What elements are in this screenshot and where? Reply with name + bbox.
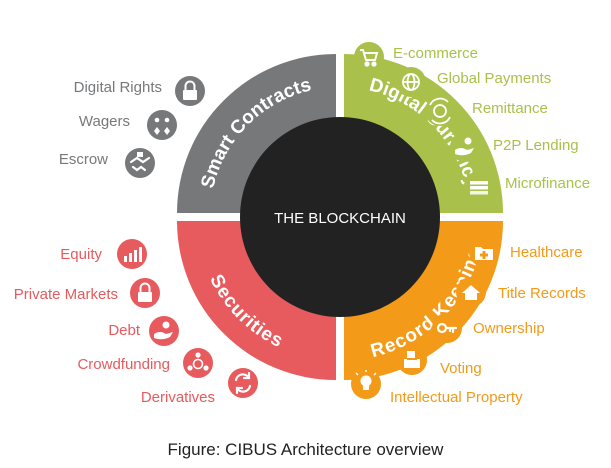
blockchain-core [240,117,440,317]
label-ownership: Ownership [473,320,545,337]
item-digital-rights: Digital Rights [74,76,205,106]
label-derivatives: Derivatives [141,389,215,406]
item-private-markets: Private Markets [14,278,160,308]
item-global-payments: Global Payments [396,67,551,97]
label-remittance: Remittance [472,100,548,117]
bar-chart-icon [124,247,142,262]
item-derivatives: Derivatives [141,368,258,406]
label-wagers: Wagers [79,113,130,130]
hand-coin-icon [455,137,474,156]
money-stack-icon [470,181,488,195]
label-intellectual-property: Intellectual Property [390,389,523,406]
blockchain-diagram: THE BLOCKCHAIN Smart Contracts Digital C… [14,42,590,406]
label-crowdfunding: Crowdfunding [77,356,170,373]
label-voting: Voting [440,360,482,377]
label-microfinance: Microfinance [505,175,590,192]
item-wagers: Wagers [79,110,177,140]
item-remittance: Remittance [425,96,548,126]
item-intellectual-property: Intellectual Property [351,369,523,406]
lock-icon [138,282,152,302]
lock-icon [183,80,197,100]
item-voting: Voting [397,345,482,377]
globe-icon [402,73,420,91]
item-e-commerce: E-commerce [354,42,478,72]
item-healthcare: Healthcare [469,237,583,267]
label-escrow: Escrow [59,151,108,168]
label-private-markets: Private Markets [14,286,118,303]
house-icon [462,285,480,300]
label-p2p-lending: P2P Lending [493,137,579,154]
item-equity: Equity [60,239,147,269]
item-debt: Debt [108,316,179,346]
item-ownership: Ownership [432,313,545,343]
item-title-records: Title Records [456,277,586,307]
figure-caption: Figure: CIBUS Architecture overview [167,440,444,459]
exchange-arrows-icon [234,371,252,395]
label-title-records: Title Records [498,285,586,302]
handshake-icon [129,152,151,172]
medical-folder-icon [475,247,493,260]
playing-cards-icon [154,117,170,135]
ballot-box-icon [404,351,420,368]
label-equity: Equity [60,246,102,263]
people-network-icon [187,352,209,371]
label-digital-rights: Digital Rights [74,79,162,96]
item-escrow: Escrow [59,148,155,178]
label-healthcare: Healthcare [510,244,583,261]
globe-transfer-icon [429,97,451,125]
label-global-payments: Global Payments [437,70,551,87]
item-p2p-lending: P2P Lending [450,132,579,162]
lightbulb-icon [355,370,377,390]
shopping-cart-icon [360,49,379,67]
hand-money-icon [154,321,173,340]
key-icon [436,322,458,334]
item-microfinance: Microfinance [464,171,590,201]
item-crowdfunding: Crowdfunding [77,348,213,378]
label-e-commerce: E-commerce [393,45,478,62]
center-label: THE BLOCKCHAIN [274,210,406,227]
label-debt: Debt [108,322,141,339]
